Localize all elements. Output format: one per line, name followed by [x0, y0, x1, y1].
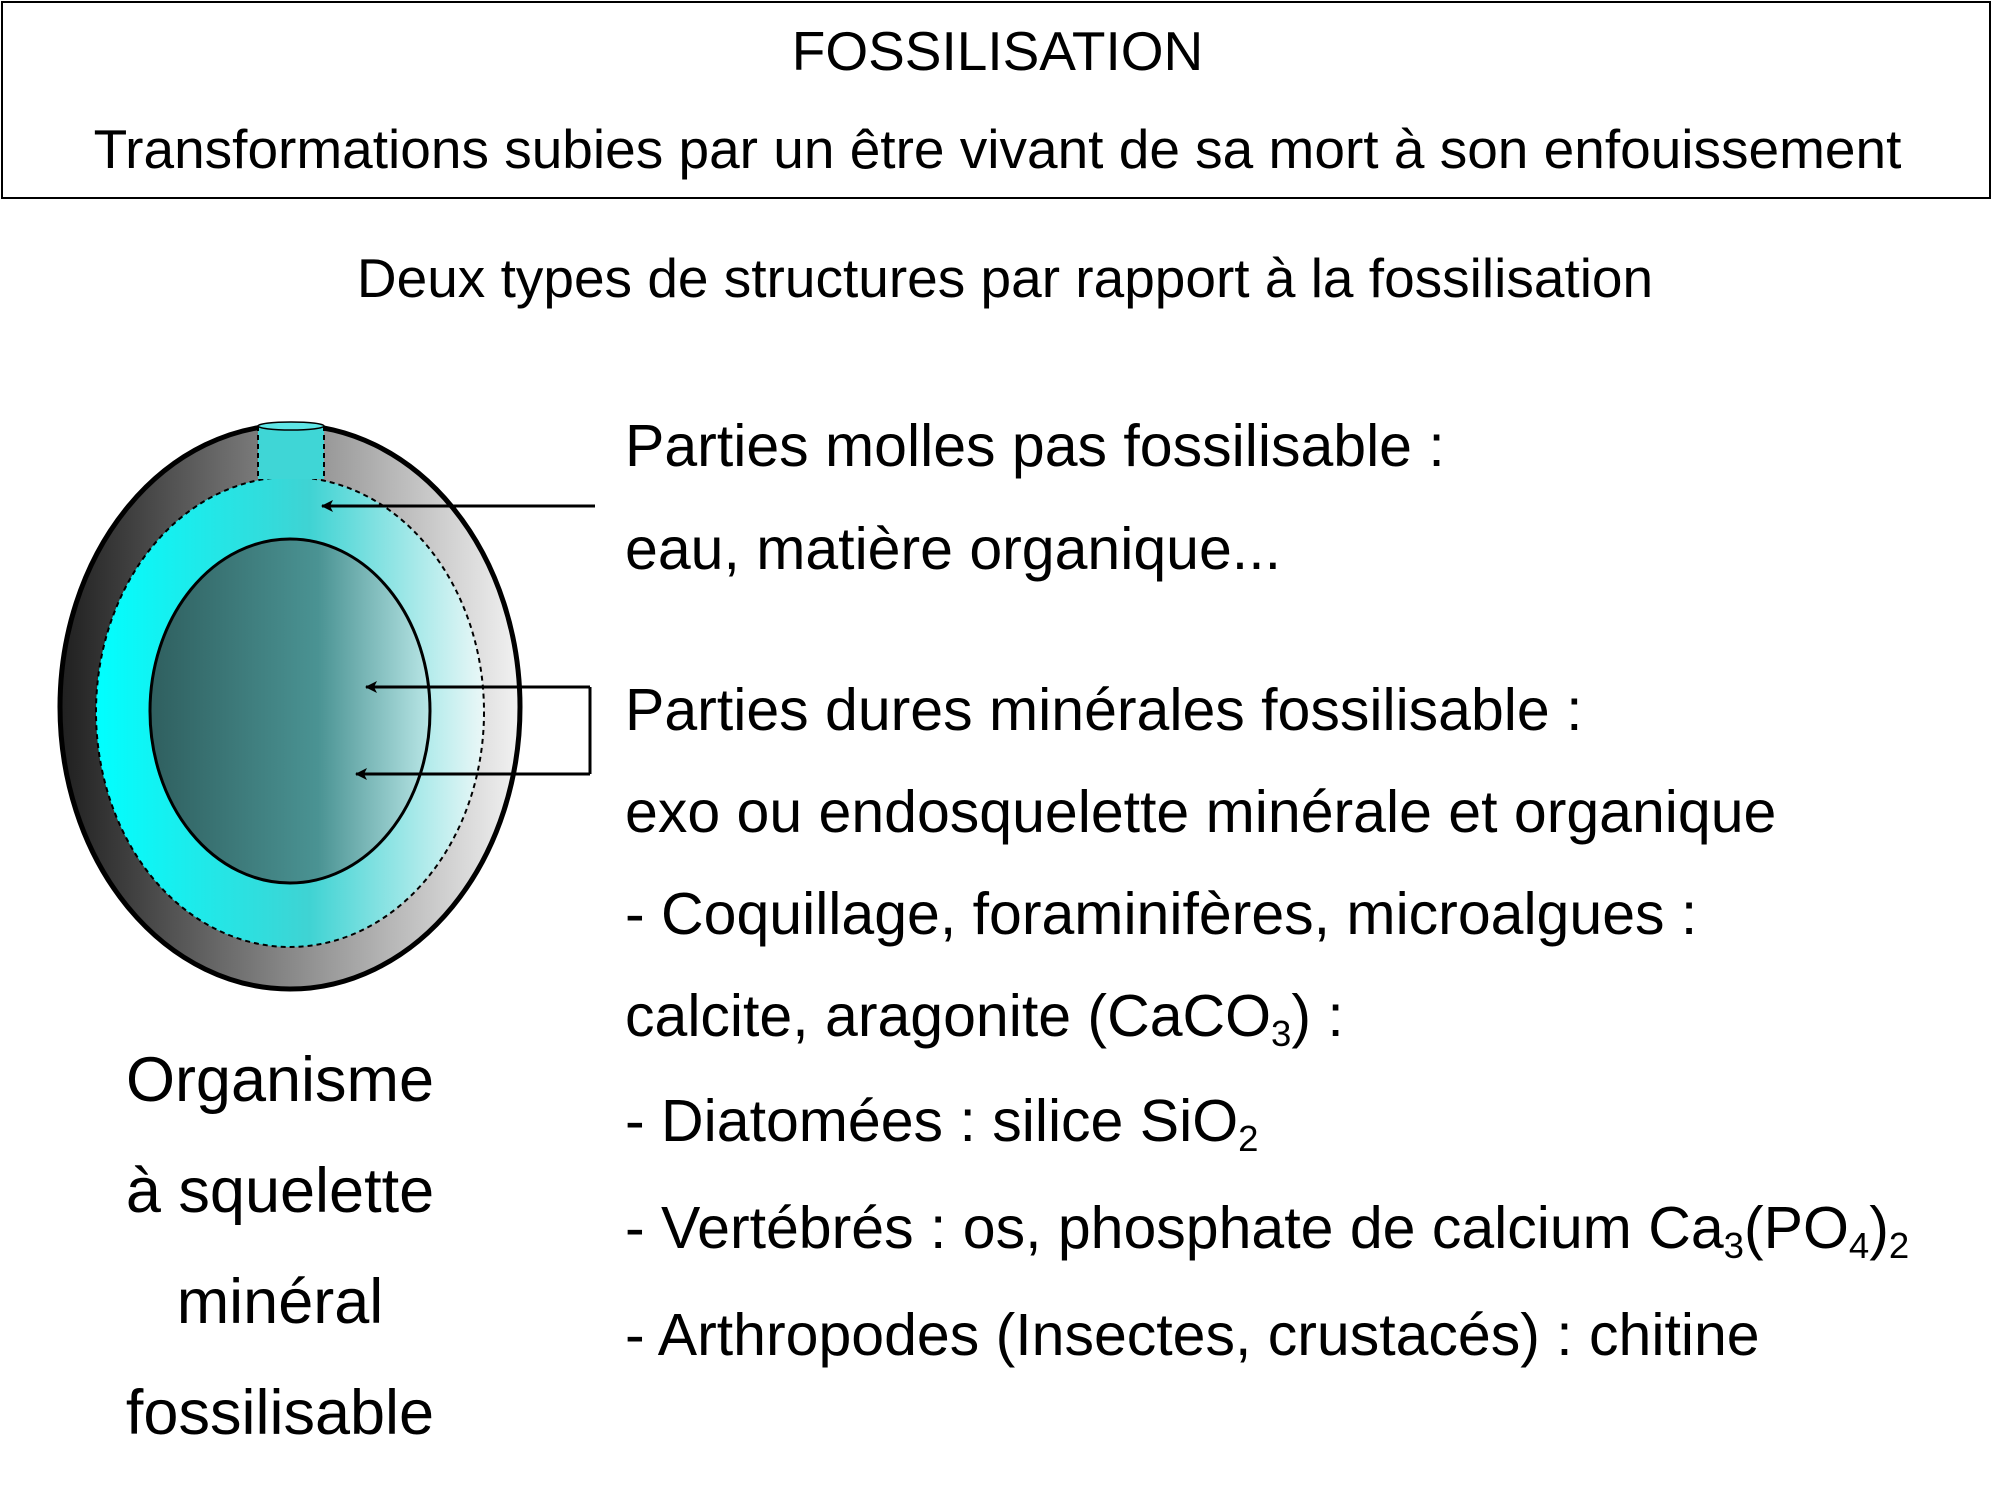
organism-caption-line2: à squelette [125, 1156, 435, 1226]
organism-diagram [57, 421, 595, 992]
item-shells: - Coquillage, foraminifères, microalgues… [625, 881, 1698, 947]
header-box [1, 1, 1991, 199]
hard-parts-detail: exo ou endosquelette minérale et organiq… [625, 779, 1777, 845]
page-subtitle: Transformations subies par un être vivan… [93, 118, 1902, 180]
item-shells-mineral: calcite, aragonite (CaCO3) : [625, 983, 1344, 1055]
soft-parts-detail: eau, matière organique... [625, 516, 1281, 582]
item-arthropods: - Arthropodes (Insectes, crustacés) : ch… [625, 1302, 1760, 1368]
item-diatoms: - Diatomées : silice SiO2 [625, 1088, 1259, 1160]
opening-top [257, 421, 325, 431]
organism-caption-line3: minéral [176, 1267, 384, 1337]
hard-parts-heading: Parties dures minérales fossilisable : [625, 677, 1583, 743]
section-title: Deux types de structures par rapport à l… [356, 247, 1654, 309]
item-vertebrates: - Vertébrés : os, phosphate de calcium C… [625, 1195, 1910, 1267]
organism-caption-line1: Organisme [125, 1045, 435, 1115]
page-title: FOSSILISATION [791, 20, 1204, 82]
shell-opening [258, 426, 324, 479]
organism-caption-line4: fossilisable [125, 1378, 435, 1448]
soft-parts-heading: Parties molles pas fossilisable : [625, 413, 1445, 479]
mineral-core [148, 537, 432, 885]
